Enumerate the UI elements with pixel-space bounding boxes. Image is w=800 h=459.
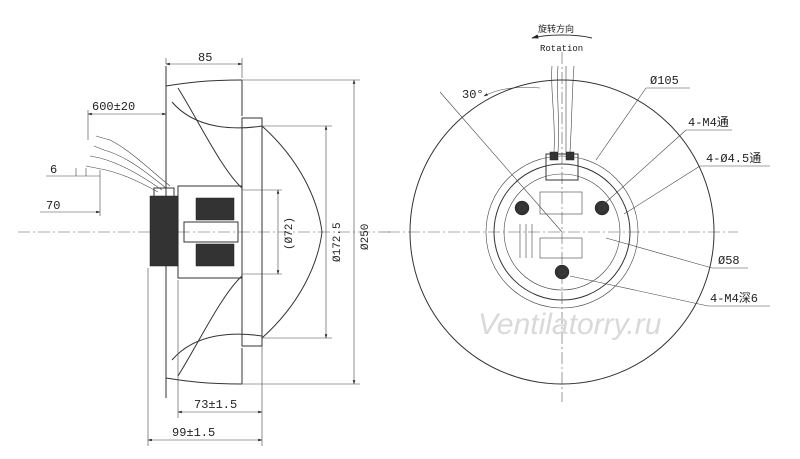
- watermark-text: Ventilatorry.ru: [478, 308, 662, 341]
- dim-99-label: 99±1.5: [172, 426, 215, 440]
- side-view: 85 600±20 6 70 (Ø72) Ø172.5 Ø250 73±1.5: [18, 51, 392, 446]
- vent-slots: [519, 224, 533, 258]
- blade-curve-1: [177, 87, 243, 189]
- callout-105: Ø105: [650, 74, 679, 88]
- callout-m4-depth: 4-M4深6: [710, 291, 758, 306]
- dim-072-label: (Ø72): [284, 217, 296, 250]
- angle-30-label: 30°: [462, 88, 484, 102]
- mount-hole-right: [594, 200, 610, 216]
- dim-73-label: 73±1.5: [194, 398, 237, 412]
- rotation-label-en: Rotation: [540, 44, 583, 54]
- dim-1725-label: Ø172.5: [332, 222, 344, 262]
- motor-shaft: [183, 221, 239, 243]
- dim-6-label: 6: [50, 163, 57, 177]
- rotation-label-cn: 旋转方向: [538, 23, 574, 35]
- dim-600-label: 600±20: [92, 100, 135, 114]
- label-plate-bottom: [539, 237, 583, 259]
- callout-58: Ø58: [718, 254, 740, 268]
- stator-bottom: [195, 243, 235, 267]
- label-plate-top: [539, 191, 583, 215]
- dim-250-label: Ø250: [360, 224, 372, 250]
- leader-m4-depth: [569, 275, 709, 307]
- leader-m4-through: [603, 129, 687, 205]
- cable-ends: [85, 135, 111, 169]
- angle-30-arc: [483, 86, 541, 97]
- leader-58: [605, 237, 713, 269]
- cable-4: [95, 167, 159, 193]
- cable-exit-box: [545, 153, 579, 181]
- blade-bottom-edge: [165, 377, 243, 385]
- blade-curve-4: [171, 333, 263, 361]
- dim-70-label: 70: [46, 199, 60, 213]
- cable-3: [99, 157, 163, 191]
- cable-gland: [153, 187, 175, 199]
- front-view: 旋转方向 Rotation 30° Ø105 4-M4通 4-Ø4.5通 Ø58…: [388, 23, 770, 402]
- stator-top: [195, 197, 235, 221]
- callout-m4-through: 4-M4通: [688, 115, 729, 130]
- mount-hole-bottom: [554, 264, 570, 280]
- blade-top-edge: [165, 79, 243, 87]
- inlet-profile: [261, 125, 323, 339]
- rotation-arrow: [531, 34, 593, 39]
- leader-105: [595, 87, 647, 161]
- callout-holes: 4-Ø4.5通: [706, 151, 761, 166]
- blade-curve-3: [171, 101, 263, 129]
- angle-30-line: [439, 91, 563, 233]
- dim-85-label: 85: [198, 51, 212, 65]
- leader-holes: [623, 165, 701, 215]
- cable-2: [103, 149, 167, 189]
- cable-1: [109, 139, 171, 187]
- blade-curve-2: [177, 275, 243, 377]
- mount-hole-left: [514, 200, 530, 216]
- electronics-box: [149, 195, 179, 267]
- front-cables: [551, 65, 575, 153]
